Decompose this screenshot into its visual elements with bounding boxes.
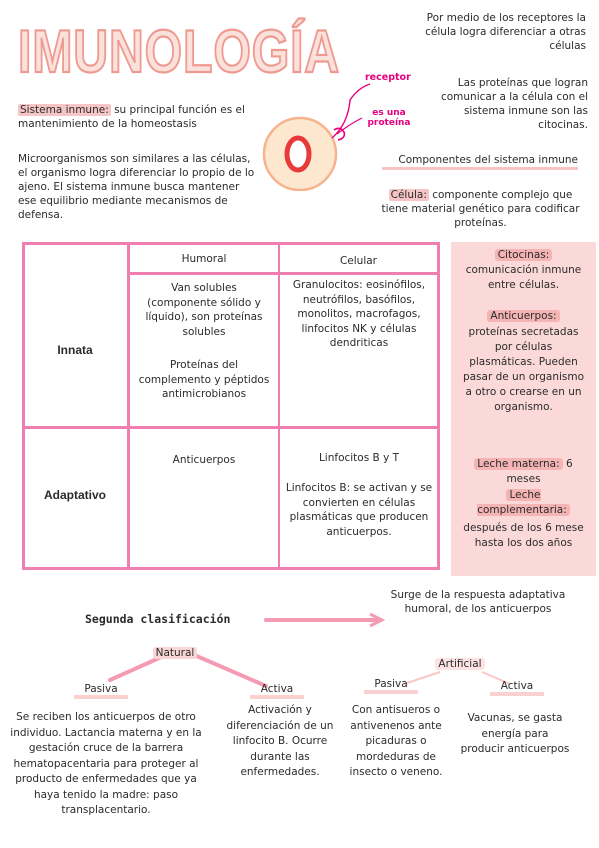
leche-materna: Leche materna: 6 meses bbox=[451, 457, 596, 487]
table-divider bbox=[25, 426, 437, 429]
leche-materna-term: Leche materna: bbox=[474, 458, 563, 470]
artificial-label: Artificial bbox=[435, 658, 485, 670]
natural-activa-text: Activación y diferenciación de un linfoc… bbox=[226, 704, 334, 778]
natural-pasiva-label: Pasiva bbox=[74, 683, 128, 699]
cell-term: Célula: bbox=[388, 189, 429, 201]
artificial-pasiva-text: Con antisueros o antivenenos ante picadu… bbox=[349, 704, 443, 778]
table-divider bbox=[127, 245, 130, 567]
adaptativo-celular-1: Linfocitos B y T bbox=[318, 452, 400, 464]
col-header-humoral: Humoral bbox=[181, 253, 227, 265]
protein-label: es una proteína bbox=[367, 108, 411, 128]
components-heading: Componentes del sistema inmune bbox=[382, 154, 578, 170]
page-title: IMUNOLOGÍA bbox=[18, 18, 340, 84]
protein-arrow bbox=[336, 117, 363, 135]
receptor-shape bbox=[333, 127, 346, 141]
citocinas-text: comunicación inmune entre células. bbox=[465, 264, 582, 291]
innata-celular: Granulocitos: eosinófilos, neutrófilos, … bbox=[292, 279, 426, 349]
definitions-sidebar: Citocinas: comunicación inmune entre cél… bbox=[451, 242, 596, 576]
innata-humoral-2: Proteínas del complemento y péptidos ant… bbox=[138, 359, 270, 400]
table-divider bbox=[127, 272, 437, 275]
adaptativo-humoral: Anticuerpos bbox=[172, 454, 236, 466]
intro-term: Sistema inmune: bbox=[18, 104, 111, 116]
col-header-celular: Celular bbox=[339, 255, 378, 267]
receptors-note: Por medio de los receptores la célula lo… bbox=[425, 12, 586, 52]
cell-text: componente complejo que tiene material g… bbox=[381, 189, 580, 229]
anticuerpos-text: proteínas secretadas por células plasmát… bbox=[462, 326, 585, 413]
proteins-note: Las proteínas que logran comunicar a la … bbox=[440, 77, 588, 131]
cell-diagram bbox=[262, 83, 371, 191]
artificial-branches bbox=[403, 671, 511, 685]
adaptativo-celular-2: Linfocitos B: se activan y se convierten… bbox=[285, 482, 433, 538]
classification-note: Surge de la respuesta adaptativa humoral… bbox=[390, 589, 566, 615]
innata-humoral-1: Van solubles (componente sólido y líquid… bbox=[145, 282, 263, 338]
row-header-adaptativo: Adaptativo bbox=[43, 488, 106, 502]
artificial-pasiva-label: Pasiva bbox=[364, 678, 418, 694]
cell-nucleus bbox=[284, 135, 312, 173]
cell-definition: Célula: componente complejo que tiene ma… bbox=[378, 188, 583, 230]
receptor-label: receptor bbox=[365, 72, 411, 83]
page-title-lettering: IMUNOLOGÍA bbox=[17, 17, 340, 84]
natural-label: Natural bbox=[152, 647, 198, 659]
microorganisms-paragraph: Microorganismos son similares a las célu… bbox=[18, 153, 255, 221]
artificial-activa-label: Activa bbox=[490, 680, 544, 696]
intro-text: su principal función es el mantenimiento… bbox=[18, 104, 245, 130]
artificial-activa-text: Vacunas, se gasta energía para producir … bbox=[460, 712, 570, 755]
anticuerpos-term: Anticuerpos: bbox=[487, 310, 560, 322]
natural-pasiva-text: Se reciben los anticuerpos de otro indiv… bbox=[10, 711, 202, 816]
row-header-innata: Innata bbox=[57, 343, 93, 357]
natural-activa-label: Activa bbox=[250, 683, 304, 699]
citocinas-term: Citocinas: bbox=[494, 249, 553, 261]
immune-table: Humoral Celular Innata Adaptativo Van so… bbox=[22, 242, 440, 570]
classification-arrow bbox=[264, 612, 386, 628]
leche-materna-text: 6 meses bbox=[506, 458, 573, 485]
table-divider bbox=[278, 245, 280, 567]
intro-paragraph: Sistema inmune: su principal función es … bbox=[18, 103, 263, 131]
second-classification-heading: Segunda clasificación bbox=[85, 612, 231, 626]
leche-complementaria-text: después de los 6 mese hasta los dos años bbox=[463, 522, 584, 549]
leche-complementaria-term: Leche complementaria: bbox=[477, 489, 570, 516]
